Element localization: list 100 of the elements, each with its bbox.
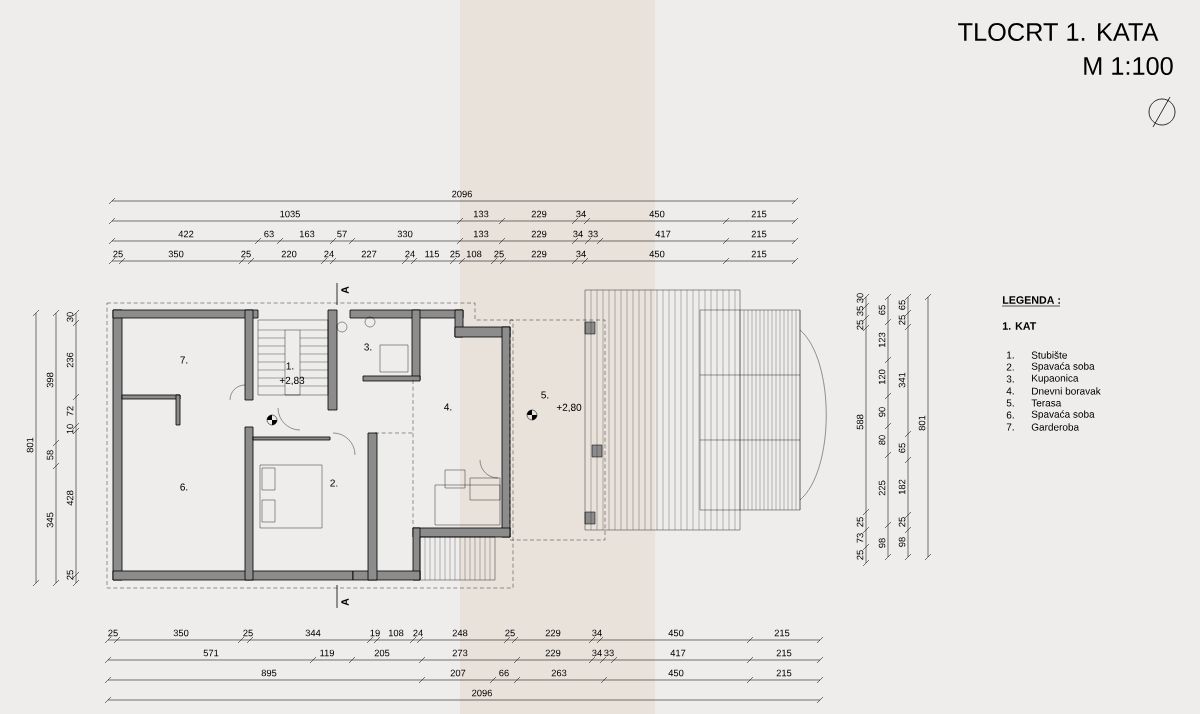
room-label: 2.: [330, 479, 338, 487]
section-mark: A: [341, 598, 349, 606]
dimension-text: 450: [649, 210, 665, 218]
dimension-text: 588: [856, 414, 864, 430]
dimension-text: 205: [374, 649, 390, 657]
dimension-text: 33: [588, 230, 598, 238]
dimension-text: 229: [545, 649, 561, 657]
dimension-text: 220: [281, 250, 297, 258]
dimension-text: 215: [751, 250, 767, 258]
dimension-text: 34: [576, 250, 586, 258]
room-label: 5.: [541, 391, 549, 399]
room-label: 3.: [364, 343, 372, 351]
dimension-text: 119: [320, 649, 334, 657]
legend-text: 1.: [1007, 351, 1014, 359]
dimension-text: 350: [173, 629, 189, 637]
dimension-text: 33: [604, 649, 614, 657]
dimension-text: 34: [576, 210, 586, 218]
dimension-text: 895: [261, 669, 277, 677]
dimension-text: 120: [878, 369, 886, 385]
legend-heading: 1. KAT: [1002, 322, 1037, 330]
dimension-text: 2096: [452, 190, 472, 198]
dimension-text: 25: [505, 629, 515, 637]
dimension-text: 25: [856, 517, 864, 527]
room-label: 7.: [180, 356, 188, 364]
dimension-text: 215: [776, 649, 792, 657]
legend-text: Dnevni boravak: [1032, 387, 1101, 395]
section-mark: A: [341, 286, 349, 294]
dimension-text: 341: [898, 372, 906, 388]
dimension-text: 65: [878, 305, 886, 315]
dimension-text: 450: [668, 669, 684, 677]
dimension-text: 801: [918, 415, 926, 431]
dimension-text: 72: [66, 406, 74, 416]
dimension-text: 1035: [280, 210, 300, 218]
dimension-text: 229: [531, 230, 547, 238]
dimension-text: 350: [168, 250, 184, 258]
dimension-text: 63: [264, 230, 274, 238]
dimension-text: 65: [898, 443, 906, 453]
dimension-text: 450: [649, 250, 665, 258]
dimension-text: 229: [531, 210, 547, 218]
dimension-text: 115: [425, 250, 440, 258]
dimension-text: 248: [452, 629, 468, 637]
dimension-text: 25: [108, 629, 118, 637]
dimension-text: 73: [856, 533, 864, 543]
legend-text: Stubište: [1031, 351, 1067, 359]
room-label: +2,80: [556, 403, 582, 413]
dimension-text: 30: [856, 293, 864, 303]
dimension-text: 34: [573, 230, 583, 238]
dimension-text: 207: [450, 669, 466, 677]
legend-text: 3.: [1006, 375, 1014, 383]
dimension-text: 24: [405, 250, 415, 258]
dimension-text: 25: [494, 250, 504, 258]
legend-text: Spavaća soba: [1031, 362, 1095, 372]
dimension-text: 66: [499, 669, 509, 677]
dimension-text: 450: [668, 629, 684, 637]
dimension-text: 34: [592, 649, 602, 657]
dimension-text: 345: [46, 512, 54, 528]
dimension-text: 25: [898, 315, 906, 325]
dimension-text: 25: [241, 250, 251, 258]
legend-text: Garderoba: [1031, 423, 1080, 431]
legend-text: Kupaonica: [1032, 374, 1079, 384]
room-label: 1.: [286, 362, 294, 370]
dimension-text: 25: [113, 250, 123, 258]
dimension-text: 182: [898, 479, 906, 495]
dimension-text: 10: [66, 424, 74, 434]
dimension-text: 34: [592, 629, 602, 637]
dimension-text: 25: [66, 570, 74, 580]
dimension-text: 571: [203, 649, 219, 657]
dimension-text: 25: [856, 550, 864, 560]
dimension-text: 108: [466, 250, 482, 258]
dimension-text: 108: [388, 629, 404, 637]
legend-text: 7.: [1006, 423, 1014, 431]
dimension-text: 398: [46, 372, 54, 388]
dimension-text: 80: [878, 435, 886, 445]
legend-text: 2.: [1006, 363, 1014, 371]
dimension-text: 215: [751, 210, 767, 218]
dimension-text: 417: [670, 649, 686, 657]
dimension-text: 225: [878, 480, 886, 496]
legend-heading: LEGENDA :: [1003, 296, 1060, 304]
dimension-text: 263: [551, 669, 567, 677]
dimension-text: 417: [655, 230, 671, 238]
room-label: +2,83: [279, 376, 305, 386]
dimension-text: 30: [66, 312, 74, 322]
dimension-text: 57: [337, 230, 347, 238]
dimension-text: 344: [305, 629, 321, 637]
dimension-text: 98: [898, 537, 906, 547]
dimension-text: 227: [361, 250, 377, 258]
dimension-text: 428: [66, 490, 74, 506]
dimension-text: 133: [473, 210, 489, 218]
dimension-text: 215: [774, 629, 790, 637]
dimension-text: 25: [856, 320, 864, 330]
dimension-text: 229: [545, 629, 561, 637]
dimension-text: 90: [878, 407, 886, 417]
scale-label: M 1:100: [1084, 57, 1173, 75]
dimension-text: 215: [751, 230, 767, 238]
dimension-text: 133: [473, 230, 489, 238]
legend-text: Terasa: [1031, 399, 1062, 407]
dimension-text: 229: [531, 250, 547, 258]
dimension-text: 2096: [472, 689, 492, 697]
dimension-text: 24: [324, 250, 334, 258]
dimension-text: 215: [776, 669, 792, 677]
